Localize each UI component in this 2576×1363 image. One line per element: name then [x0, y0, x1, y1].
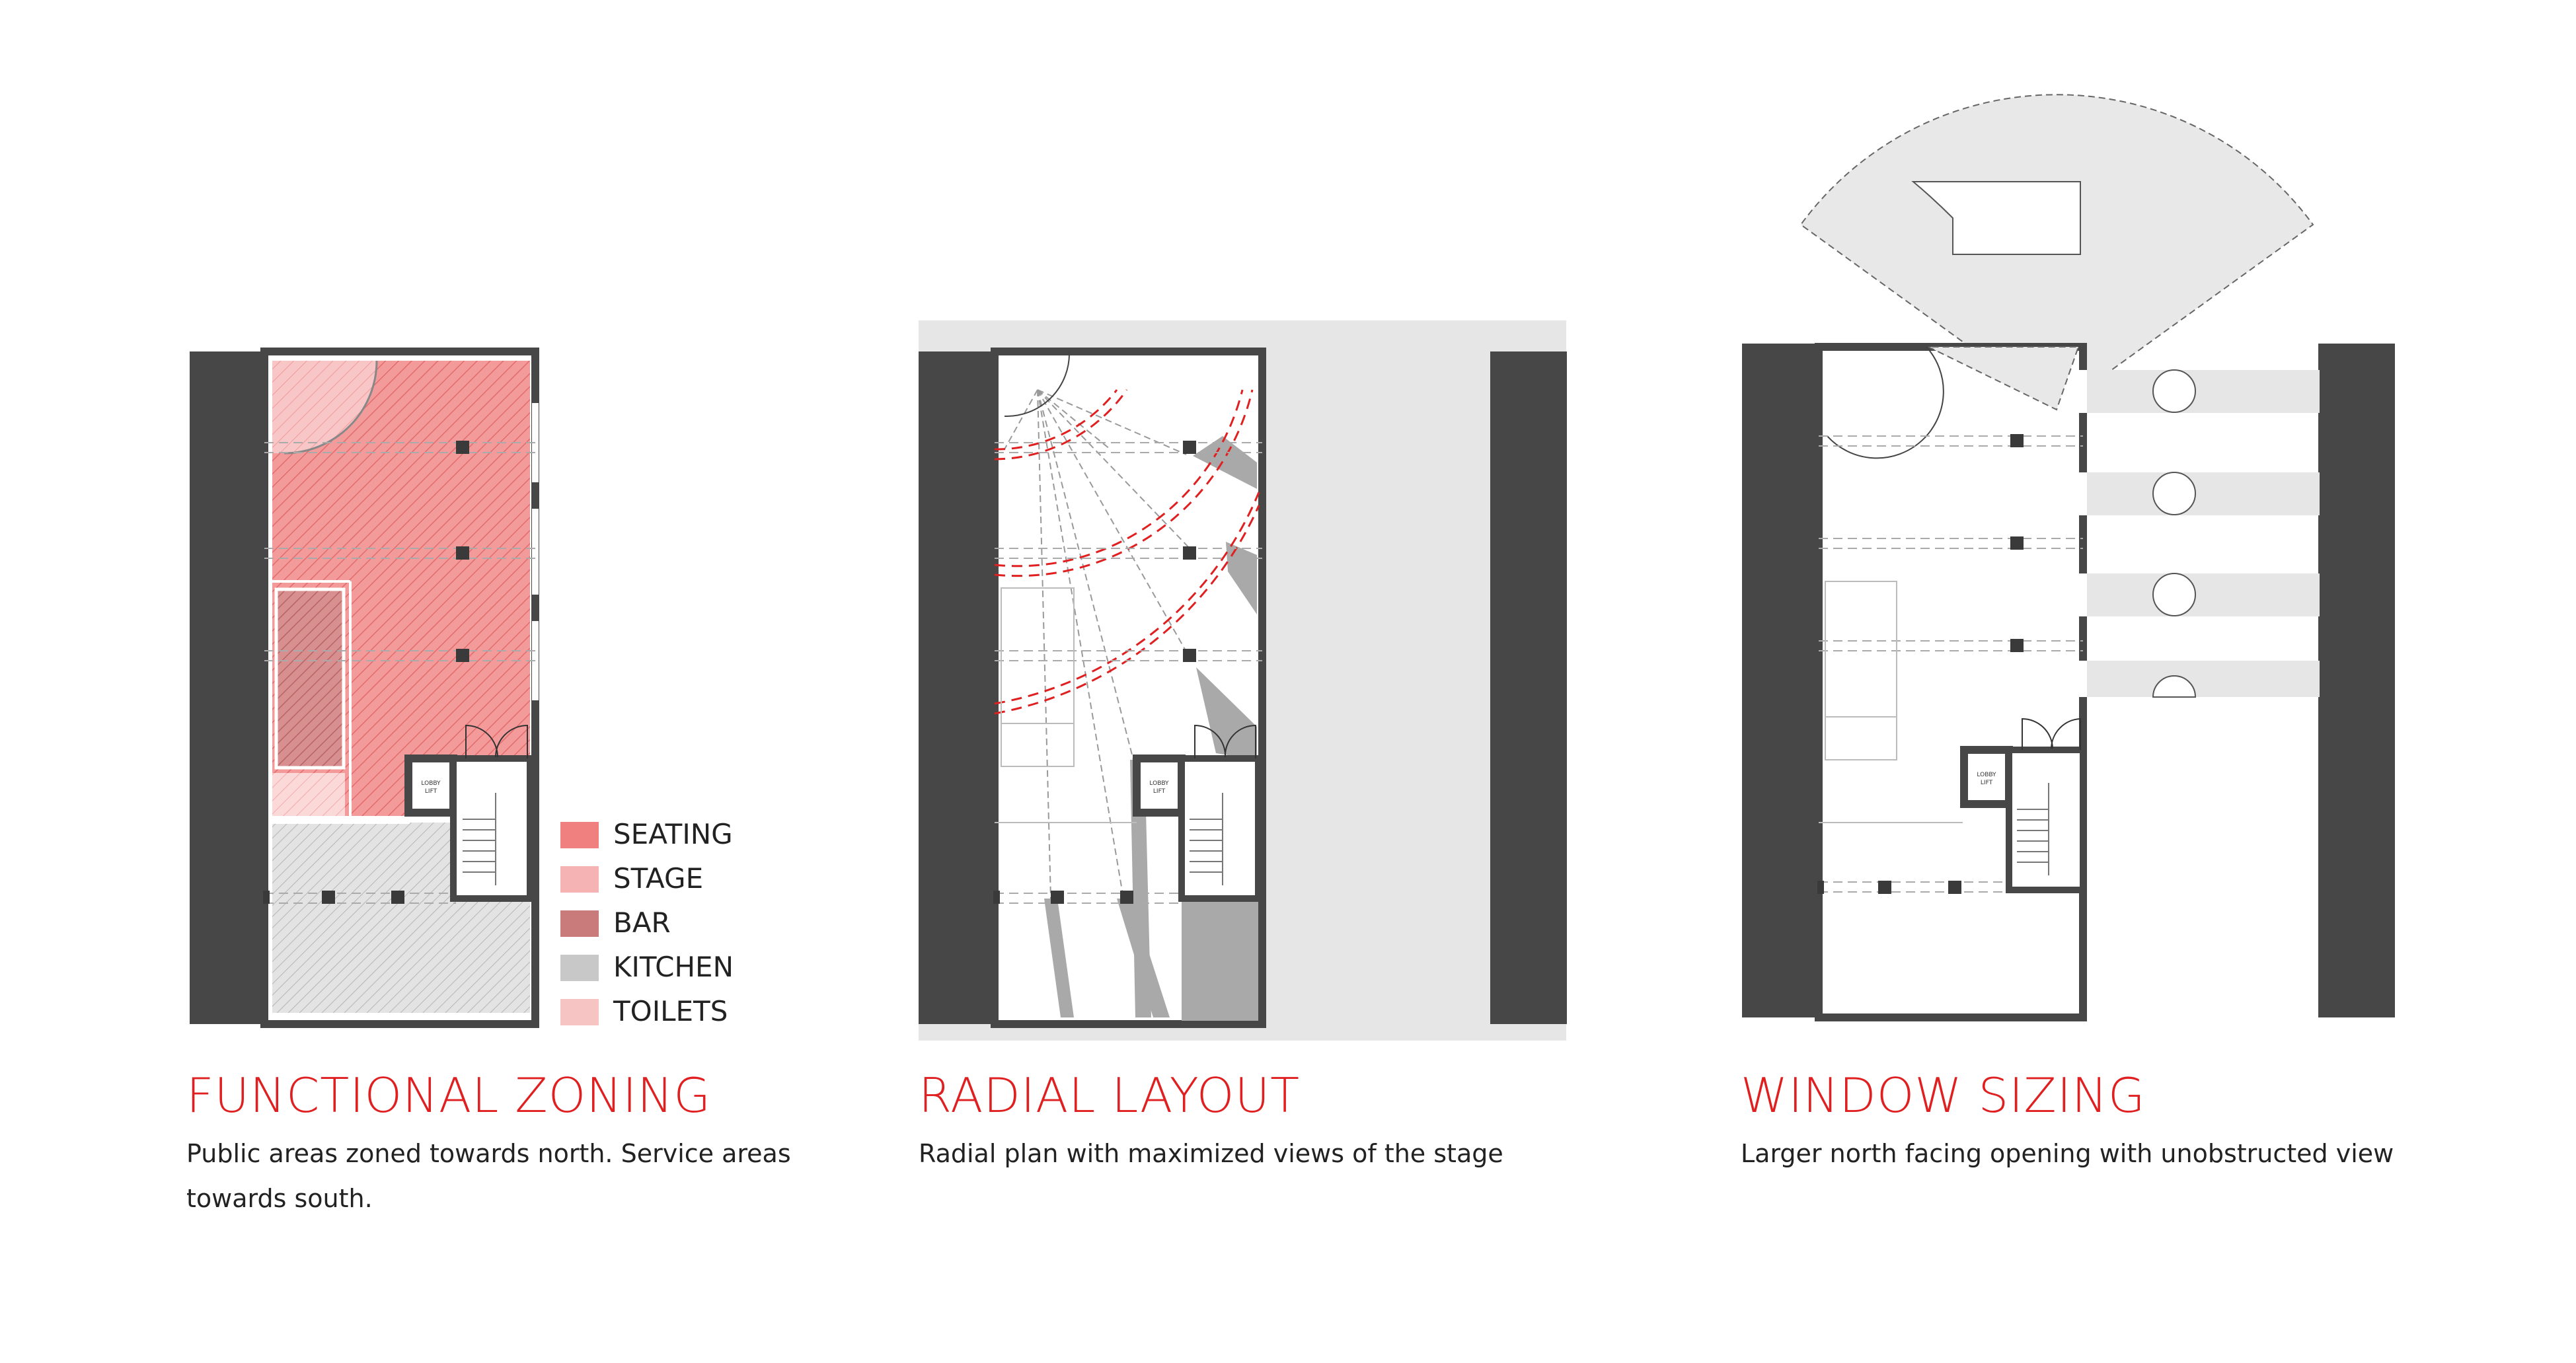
- plan-window-sizing: LOBBY LIFT: [1742, 94, 2395, 1021]
- legend-label: BAR: [613, 906, 671, 939]
- caption-title: RADIAL LAYOUT: [919, 1068, 1301, 1123]
- lift-label: LOBBY: [421, 780, 441, 787]
- caption-line: Public areas zoned towards north. Servic…: [186, 1139, 791, 1168]
- caption-title: FUNCTIONAL ZONING: [186, 1068, 711, 1123]
- zone-kitchen-b: [272, 899, 530, 1013]
- legend-label: TOILETS: [613, 995, 728, 1027]
- neighbour-wall-right: [2318, 344, 2395, 1017]
- caption-description: Larger north facing opening with unobstr…: [1741, 1131, 2534, 1176]
- caption-description: Public areas zoned towards north. Servic…: [186, 1131, 847, 1221]
- svg-text:LIFT: LIFT: [1981, 780, 1993, 786]
- plan-radial-layout: LOBBY LIFT: [919, 320, 1567, 1041]
- caption-line: Larger north facing opening with unobstr…: [1741, 1139, 2394, 1168]
- plan-functional-zoning: LOBBY LIFT: [190, 348, 539, 1028]
- zone-toilets: [272, 773, 345, 816]
- svg-text:LIFT: LIFT: [1153, 788, 1166, 795]
- legend-swatch: [560, 999, 599, 1025]
- legend-swatch: [560, 910, 599, 937]
- stage-shape: [1911, 181, 2081, 255]
- svg-text:LOBBY: LOBBY: [1977, 772, 1996, 778]
- svg-text:LOBBY: LOBBY: [1149, 780, 1169, 787]
- neighbour-wall-left: [190, 351, 266, 1024]
- caption-window-sizing: WINDOW SIZING Larger north facing openin…: [1741, 1072, 2534, 1176]
- legend-swatch: [560, 822, 599, 848]
- caption-title: WINDOW SIZING: [1741, 1068, 2146, 1123]
- caption-line: Radial plan with maximized views of the …: [919, 1139, 1503, 1168]
- neighbour-wall-left: [1742, 344, 1819, 1017]
- legend-label: KITCHEN: [613, 951, 734, 983]
- caption-line: towards south.: [186, 1184, 373, 1213]
- legend-swatch: [560, 955, 599, 981]
- zone-stage: [272, 361, 377, 453]
- legend-label: STAGE: [613, 862, 704, 895]
- zone-bar: [274, 587, 346, 770]
- caption-functional-zoning: FUNCTIONAL ZONING Public areas zoned tow…: [186, 1072, 847, 1221]
- caption-radial-layout: RADIAL LAYOUT Radial plan with maximized…: [919, 1072, 1646, 1176]
- legend-swatch: [560, 866, 599, 893]
- legend-label: SEATING: [613, 818, 733, 850]
- neighbour-wall-left: [919, 351, 995, 1024]
- neighbour-wall-right: [1490, 351, 1567, 1024]
- svg-text:LIFT: LIFT: [425, 788, 437, 795]
- caption-description: Radial plan with maximized views of the …: [919, 1131, 1646, 1176]
